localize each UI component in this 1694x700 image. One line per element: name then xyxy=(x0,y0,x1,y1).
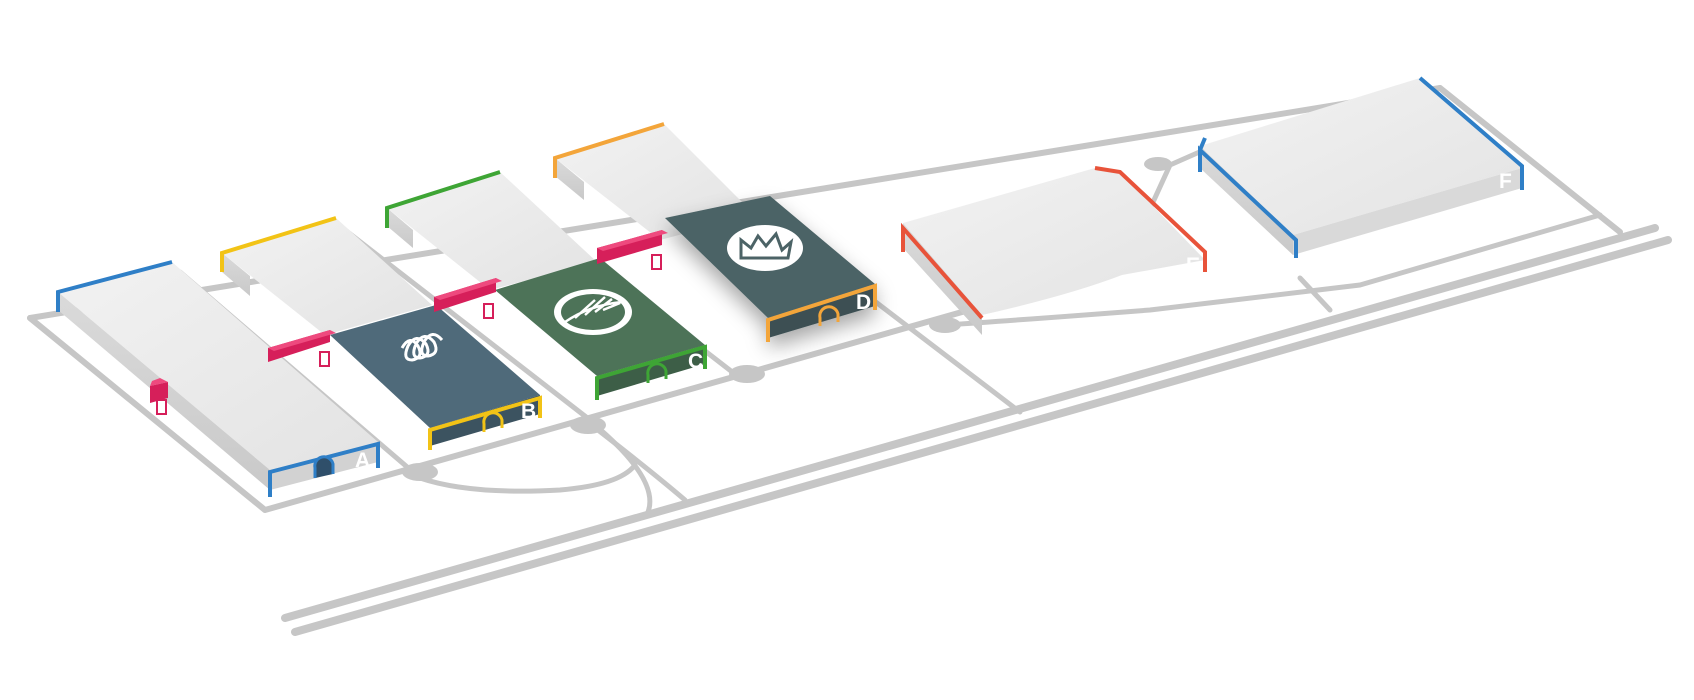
hall-label-a: A xyxy=(355,449,370,472)
hall-c[interactable]: C xyxy=(385,170,707,400)
hall-label-b: B xyxy=(521,400,536,423)
hall-connectors xyxy=(150,230,668,415)
hall-label-d: D xyxy=(856,291,871,314)
connector-b-c xyxy=(434,278,502,319)
entrance-door-a xyxy=(313,455,335,478)
hall-e[interactable]: E xyxy=(901,166,1207,335)
entrance-door-c xyxy=(646,362,668,383)
hall-label-f: F xyxy=(1499,170,1512,193)
hall-label-c: C xyxy=(688,350,703,373)
spiral-icon xyxy=(400,333,444,362)
hall-label-e: E xyxy=(1186,254,1200,277)
wheat-field-icon xyxy=(554,289,632,335)
hall-b[interactable]: B xyxy=(220,216,542,450)
crown-icon xyxy=(727,225,803,271)
connector-a-b xyxy=(268,330,336,367)
entrance-door-d xyxy=(818,305,840,326)
connector-a-side xyxy=(150,378,168,415)
entrance-door-b xyxy=(482,411,504,432)
connector-c-d xyxy=(597,230,668,270)
hall-d[interactable]: D xyxy=(553,122,877,342)
hall-f[interactable]: F xyxy=(1198,76,1524,258)
